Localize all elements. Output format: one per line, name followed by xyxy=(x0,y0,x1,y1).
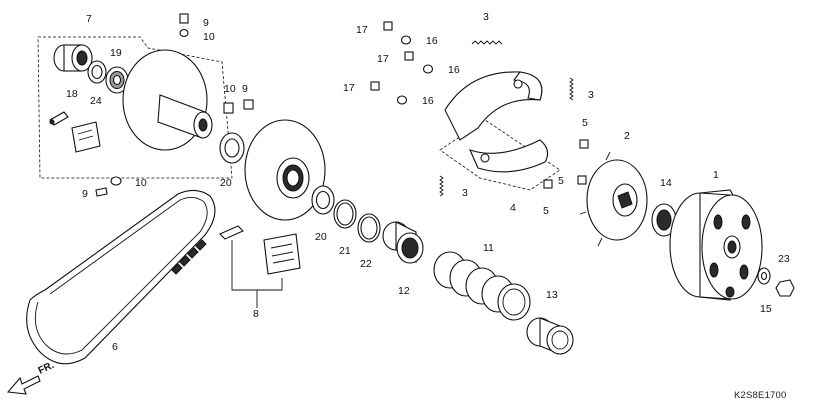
callout-16-c: 16 xyxy=(422,95,434,107)
caution-label xyxy=(71,121,101,153)
bolt-top-9 xyxy=(179,13,189,24)
callout-21: 21 xyxy=(339,245,351,257)
collar-left xyxy=(219,132,245,164)
guide-pin xyxy=(219,225,244,240)
group-bracket-7 xyxy=(37,36,233,179)
callout-10-mid: 10 xyxy=(224,83,236,95)
callout-6: 6 xyxy=(112,341,118,353)
callout-13: 13 xyxy=(546,289,558,301)
clutch-drive-plate xyxy=(579,151,648,247)
callout-7: 7 xyxy=(86,13,92,25)
washer-left-10 xyxy=(110,176,122,186)
callout-1: 1 xyxy=(713,169,719,181)
nut-16-b xyxy=(422,64,434,74)
nut-17-c xyxy=(370,81,380,91)
callout-17-c: 17 xyxy=(343,82,355,94)
callout-10-top: 10 xyxy=(203,31,215,43)
callout-2: 2 xyxy=(624,130,630,142)
nut-5-a xyxy=(579,139,589,149)
callout-9-top: 9 xyxy=(203,17,209,29)
callout-3-right: 3 xyxy=(588,89,594,101)
callout-4: 4 xyxy=(510,202,516,214)
group-bracket-8 xyxy=(231,240,283,308)
callout-14: 14 xyxy=(660,177,672,189)
o-ring-21 xyxy=(333,199,357,229)
pin-part xyxy=(49,111,69,126)
oil-seal-small xyxy=(87,60,107,84)
drive-belt xyxy=(26,189,216,365)
callout-17-b: 17 xyxy=(377,53,389,65)
front-direction-arrow: FR. xyxy=(6,360,56,395)
callout-5-c: 5 xyxy=(543,205,549,217)
washer-top-10 xyxy=(179,28,189,38)
clutch-shoe-assembly xyxy=(439,71,561,191)
clutch-outer xyxy=(669,189,763,301)
callout-24: 24 xyxy=(90,95,102,107)
callout-5-b: 5 xyxy=(558,175,564,187)
callout-15: 15 xyxy=(760,303,772,315)
callout-20-left: 20 xyxy=(220,177,232,189)
nut-5-c xyxy=(577,175,587,185)
washer-15 xyxy=(757,267,771,285)
nut-16-a xyxy=(400,35,412,45)
callout-9-mid: 9 xyxy=(242,83,248,95)
callout-8: 8 xyxy=(253,308,259,320)
callout-20-right: 20 xyxy=(315,231,327,243)
fixed-driven-face xyxy=(122,49,213,151)
callout-10-left: 10 xyxy=(135,177,147,189)
nut-17-b xyxy=(404,51,414,61)
nut-5-b xyxy=(543,179,553,189)
callout-23: 23 xyxy=(778,253,790,265)
callout-3-bottom: 3 xyxy=(462,187,468,199)
callout-12: 12 xyxy=(398,285,410,297)
oil-seal-14 xyxy=(651,203,677,237)
drawing-code: K2S8E1700 xyxy=(734,390,787,401)
movable-driven-face xyxy=(244,119,326,221)
nut-16-c xyxy=(396,95,408,105)
radial-ball-bearing xyxy=(105,66,129,94)
nut-17-a xyxy=(383,21,393,31)
callout-5-a: 5 xyxy=(582,117,588,129)
callout-19: 19 xyxy=(110,47,122,59)
direction-label: FR. xyxy=(37,360,56,377)
callout-17-a: 17 xyxy=(356,24,368,36)
o-ring-22 xyxy=(357,213,381,243)
spring-collar xyxy=(526,317,574,355)
shoe-spring-right xyxy=(569,77,574,101)
callout-16-a: 16 xyxy=(426,35,438,47)
driven-face-spring xyxy=(433,251,531,321)
bolt-mid-10 xyxy=(223,102,234,114)
callout-9-left: 9 xyxy=(82,188,88,200)
shoe-spring-top xyxy=(471,40,503,45)
callout-18: 18 xyxy=(66,88,78,100)
collar-right xyxy=(311,185,335,215)
shoe-spring-bottom xyxy=(439,175,444,197)
nut-23 xyxy=(775,279,795,297)
callout-labels: 7 9 10 19 18 24 10 9 20 9 10 6 8 20 21 2… xyxy=(66,11,790,353)
seal-collar xyxy=(382,221,424,264)
bolt-left-9 xyxy=(95,187,108,197)
callout-11: 11 xyxy=(483,242,494,254)
belt-cog-teeth xyxy=(171,239,207,275)
bolt-mid-9 xyxy=(243,99,254,110)
instruction-label xyxy=(263,233,301,275)
callout-3-top: 3 xyxy=(483,11,489,23)
callout-22: 22 xyxy=(360,258,372,270)
needle-bearing xyxy=(53,44,93,72)
callout-16-b: 16 xyxy=(448,64,460,76)
